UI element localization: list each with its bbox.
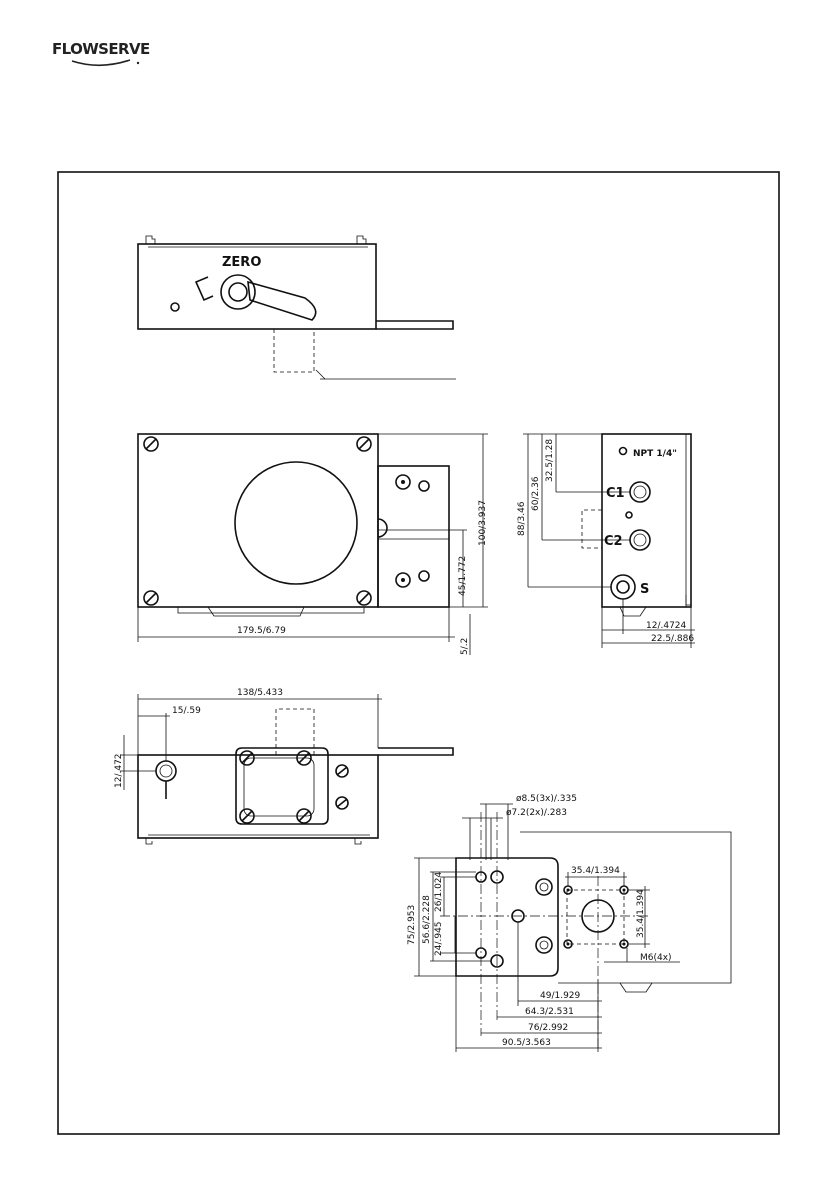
drawing-frame — [58, 172, 779, 1134]
dim-hole-72: ø7.2(2x)/.283 — [506, 808, 567, 818]
dim-h-64: 64.3/2.531 — [525, 1007, 574, 1017]
dim-v-26: 26/1.024 — [434, 871, 444, 912]
dim-h-49: 49/1.929 — [540, 991, 581, 1001]
dim-h-90: 90.5/3.563 — [502, 1038, 551, 1048]
dim-side-88: 88/3.46 — [517, 501, 527, 536]
side-screw — [336, 797, 348, 809]
indicator-window — [235, 462, 357, 584]
label-c2: C2 — [604, 534, 623, 549]
npt-label: NPT 1/4" — [633, 449, 677, 459]
gauge-port — [156, 761, 176, 781]
dim-side-60: 60/2.36 — [531, 476, 541, 511]
bottom-view: 138/5.433 15/.59 12/.472 — [114, 688, 453, 844]
dim-thread: M6(4x) — [640, 953, 672, 963]
label-s: S — [640, 582, 649, 597]
dim-bottom-15: 15/.59 — [172, 706, 201, 716]
cover-screw — [357, 591, 371, 605]
mounting-detail: ø8.5(3x)/.335 ø7.2(2x)/.283 35.4/1.394 3… — [407, 794, 731, 1052]
dim-side-22: 22.5/.886 — [651, 634, 694, 644]
port-c2 — [630, 530, 650, 550]
bolt-pattern — [567, 890, 624, 944]
vent-hole — [171, 303, 179, 311]
zero-lever — [248, 282, 316, 320]
label-c1: C1 — [606, 486, 625, 501]
dim-width-main: 179.5/6.79 — [237, 626, 286, 636]
port-c1 — [630, 482, 650, 502]
side-screw — [336, 765, 348, 777]
cover-screw — [357, 437, 371, 451]
dim-height-main: 100/3.937 — [478, 500, 488, 546]
manifold-block — [378, 466, 449, 607]
feedback-arm — [376, 321, 453, 329]
dim-offset-bottom: 5/.2 — [460, 638, 470, 655]
dim-v-24: 24/.945 — [434, 921, 444, 956]
zero-knob-hole — [229, 283, 247, 301]
dim-v-75: 75/2.953 — [407, 905, 417, 945]
spindle-dashed — [274, 329, 314, 372]
side-view: NPT 1/4" C1 C2 S 88/3.46 60/2.36 32.5/1.… — [517, 434, 695, 648]
dim-v-56: 56.6/2.228 — [422, 895, 432, 944]
dim-side-32: 32.5/1.28 — [545, 439, 555, 482]
top-view: ZERO — [138, 236, 456, 379]
dim-side-12: 12/.4724 — [646, 621, 687, 631]
dim-pattern-h: 35.4/1.394 — [571, 866, 620, 876]
front-view: 179.5/6.79 100/3.937 45/1.772 5/.2 — [138, 434, 488, 655]
dim-pattern-v: 35.4/1.394 — [636, 889, 646, 938]
zero-lever-tab — [196, 277, 213, 300]
dim-h-76: 76/2.992 — [528, 1023, 568, 1033]
dim-half-height: 45/1.772 — [458, 556, 468, 596]
front-view-cover — [138, 434, 378, 607]
cover-screw — [144, 591, 158, 605]
adapter-plate — [456, 858, 558, 976]
dim-hole-85: ø8.5(3x)/.335 — [516, 794, 577, 804]
feedback-arm-bottom — [378, 748, 453, 755]
port-s — [611, 575, 635, 599]
actuator-outline — [520, 832, 731, 983]
dim-bottom-138: 138/5.433 — [237, 688, 283, 698]
cover-screw — [144, 437, 158, 451]
dim-bottom-12: 12/.472 — [114, 753, 124, 788]
zero-label: ZERO — [222, 255, 261, 270]
